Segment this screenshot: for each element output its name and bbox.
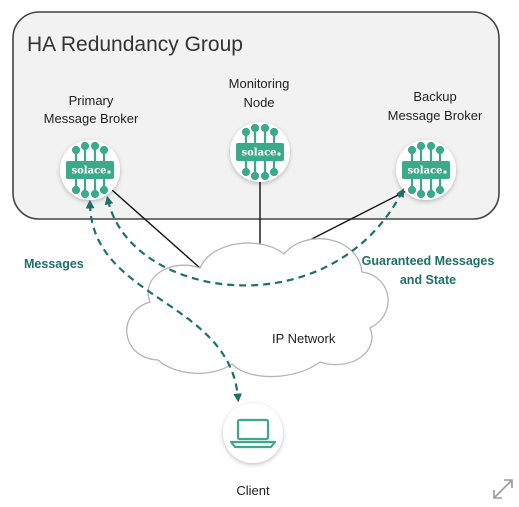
primary-logo-text: solace: [71, 166, 106, 177]
client-circle: [223, 403, 283, 463]
ha-redundancy-group-box: [12, 11, 500, 220]
guaranteed-messages-label-line2: and State: [400, 273, 456, 287]
backup-broker-label-line2: Message Broker: [388, 108, 483, 123]
network-label: IP Network: [272, 331, 336, 346]
monitoring-logo-text: solace: [241, 148, 276, 159]
client-label: Client: [236, 483, 270, 498]
monitoring-node-label-line1: Monitoring: [229, 76, 290, 91]
monitoring-node-label-line2: Node: [243, 95, 274, 110]
messages-label: Messages: [24, 257, 84, 271]
laptop-icon: [229, 418, 277, 449]
group-title: HA Redundancy Group: [27, 33, 243, 56]
solace-broker-icon: solace: [400, 141, 452, 199]
expand-icon[interactable]: [493, 479, 513, 499]
backup-logo-text: solace: [407, 166, 442, 177]
backup-broker: Backup Message Broker solace: [388, 89, 483, 200]
primary-broker: Primary Message Broker solace: [44, 93, 139, 200]
primary-broker-label-line1: Primary: [69, 93, 114, 108]
solace-broker-icon: solace: [234, 123, 286, 181]
client: Client: [223, 403, 283, 498]
solace-broker-icon: solace: [64, 141, 116, 199]
backup-broker-label-line1: Backup: [413, 89, 456, 104]
messages-arrow: [85, 199, 243, 403]
guaranteed-messages-label-line1: Guaranteed Messages: [362, 254, 495, 268]
ip-network-cloud: [126, 238, 389, 378]
monitoring-node: Monitoring Node solace: [229, 76, 290, 182]
primary-broker-label-line2: Message Broker: [44, 111, 139, 126]
